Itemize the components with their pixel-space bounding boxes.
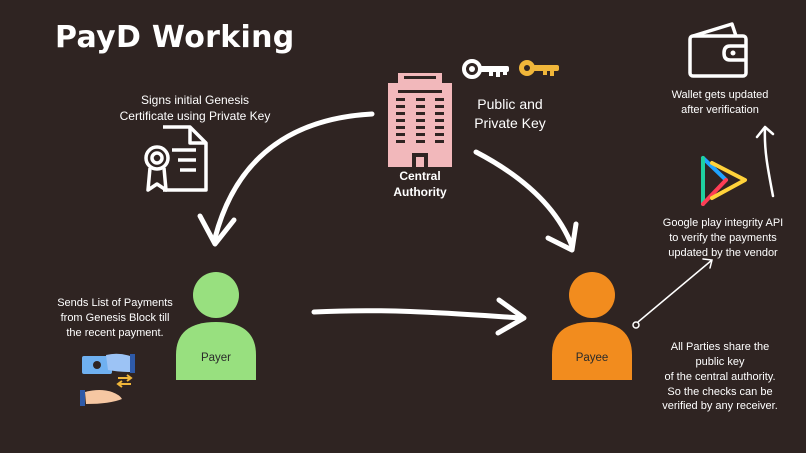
arrow-payee-to-google bbox=[632, 258, 713, 329]
parties-note-line2: public key bbox=[695, 355, 745, 368]
payee-label: Payee bbox=[575, 352, 609, 364]
genesis-note-line2: Certificate using Private Key bbox=[119, 109, 271, 124]
google-play-icon bbox=[701, 156, 747, 206]
payer-person-icon bbox=[176, 272, 256, 380]
keys-label-line2: Private Key bbox=[474, 114, 546, 131]
money-exchange-icon bbox=[80, 353, 135, 406]
payments-note-line3: the recent payment. bbox=[66, 326, 164, 339]
central-authority-line2: Authority bbox=[393, 185, 447, 200]
payer-label: Payer bbox=[200, 352, 232, 364]
keys-label-line1: Public and bbox=[477, 96, 543, 112]
central-authority-label: Central Authority bbox=[378, 168, 462, 200]
white-key-icon bbox=[462, 59, 509, 79]
keys-label: Public and Private Key bbox=[462, 95, 558, 133]
arrow-authority-to-payer bbox=[197, 111, 375, 247]
arrow-google-to-wallet bbox=[755, 125, 775, 198]
google-note: Google play integrity API to verify the … bbox=[648, 216, 798, 261]
payments-note-line1: Sends List of Payments bbox=[57, 297, 173, 309]
arrow-payer-to-payee bbox=[311, 297, 527, 336]
payee-person-icon bbox=[552, 272, 632, 380]
wallet-note-line1: Wallet gets updated bbox=[671, 89, 769, 101]
google-note-line3: updated by the vendor bbox=[668, 246, 778, 259]
genesis-note-line1: Signs initial Genesis bbox=[140, 93, 250, 107]
payments-note-line2: from Genesis Block till bbox=[60, 311, 170, 324]
google-note-line1: Google play integrity API bbox=[662, 217, 784, 229]
payments-note: Sends List of Payments from Genesis Bloc… bbox=[40, 296, 190, 341]
parties-note-line5: verified by any receiver. bbox=[662, 400, 778, 413]
parties-note-line3: of the central authority. bbox=[664, 370, 776, 383]
central-authority-line1: Central bbox=[399, 169, 441, 183]
gold-key-icon bbox=[519, 60, 559, 76]
google-note-line2: to verify the payments bbox=[669, 231, 777, 244]
building-icon bbox=[388, 73, 452, 167]
wallet-note-line2: after verification bbox=[681, 103, 759, 116]
genesis-note: Signs initial Genesis Certificate using … bbox=[100, 92, 290, 124]
wallet-icon bbox=[688, 22, 748, 78]
parties-note-line1: All Parties share the bbox=[670, 341, 770, 353]
arrow-authority-to-payee bbox=[473, 149, 579, 253]
parties-note: All Parties share the public key of the … bbox=[640, 340, 800, 414]
parties-note-line4: So the checks can be bbox=[667, 385, 773, 398]
certificate-icon bbox=[144, 125, 208, 192]
page-title: PayD Working bbox=[55, 20, 295, 55]
wallet-note: Wallet gets updated after verification bbox=[655, 88, 785, 118]
